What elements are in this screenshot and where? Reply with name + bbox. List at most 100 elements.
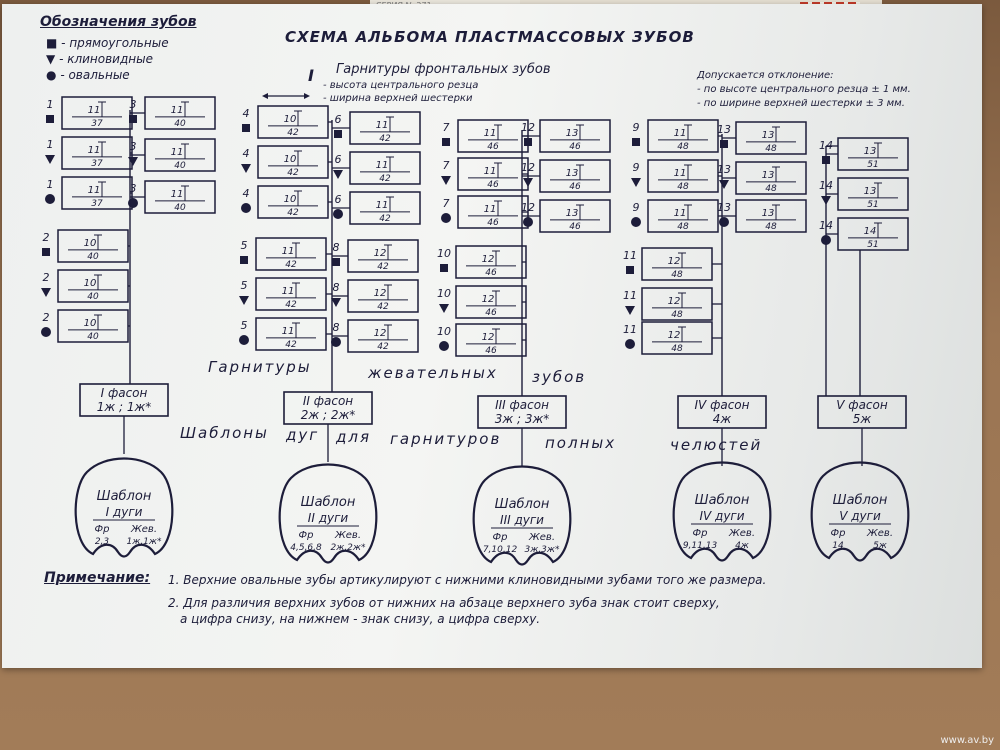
arch-template-4 [672,461,772,562]
tooth-width-value: 48 [765,184,777,194]
arch-zhev-label-3: Жев. [528,532,555,543]
tooth-height-value: 11 [282,326,295,337]
circle-marker-icon [631,217,641,227]
templates-label-word5: полных [545,434,617,452]
arch-title-2: Шаблон [301,495,356,510]
arch-zhev-label-4: Жев. [728,528,755,539]
arch-zhev-value-3: 3ж,3ж* [524,545,560,555]
tooth-number: 7 [443,197,450,210]
arch-fr-label-4: Фр [693,528,708,539]
scheme-title: СХЕМА АЛЬБОМА ПЛАСТМАССОВЫХ ЗУБОВ [285,28,695,46]
dimension-arrow-head [262,93,268,99]
tooth-number: 12 [521,121,535,134]
tooth-number: 5 [241,239,248,252]
tooth-width-value: 42 [285,300,297,310]
tooth-width-value: 48 [671,344,683,354]
circle-marker-icon [41,327,51,337]
chewing-label-word3: зубов [532,368,587,386]
tooth-number: 8 [333,241,340,254]
arch-fr-value-3: 7,10,12 [483,545,518,555]
triangle-marker-icon [241,164,251,173]
tooth-height-value: 12 [668,296,681,307]
tooth-height-value: 10 [284,194,297,205]
triangle-marker-icon [439,304,449,313]
circle-marker-icon [441,213,451,223]
arch-fr-label-3: Фр [493,532,508,543]
triangle-marker-icon [333,170,343,179]
arch-title-4: Шаблон [695,493,750,508]
tooth-number: 9 [633,201,640,214]
tooth-height-value: 12 [482,254,495,265]
circle-marker-icon [239,335,249,345]
arch-fr-value-2: 4,5,6,8 [290,543,322,553]
chewing-label-word1: Гарнитуры [208,358,312,376]
circle-marker-icon [719,217,729,227]
front-sets-line1: - высота центрального резца [323,80,479,91]
square-marker-icon [440,264,448,272]
fason-title-2: II фасон [303,394,353,408]
tooth-number: 4 [243,107,250,120]
legend-square-label: - прямоугольные [61,36,169,50]
square-marker-icon [632,138,640,146]
tooth-height-value: 13 [864,146,877,157]
scheme-sheet [2,4,982,668]
tooth-width-value: 46 [487,142,499,152]
templates-label-word3: для [336,428,371,446]
tooth-height-value: 13 [566,168,579,179]
legend-circle-symbol: ● [46,68,57,82]
arch-title-1: Шаблон [97,489,152,504]
tooth-number: 4 [243,187,250,200]
square-marker-icon [129,115,137,123]
tooth-width-value: 40 [87,252,99,262]
arch-zhev-value-5: 5ж [873,541,888,551]
tooth-width-value: 46 [569,182,581,192]
arch-zhev-label-2: Жев. [334,530,361,541]
arch-sub-5: V дуги [839,509,881,523]
triangle-marker-icon [625,306,635,315]
circle-marker-icon [625,339,635,349]
tooth-height-value: 10 [284,114,297,125]
tooth-height-value: 11 [88,145,101,156]
tooth-height-value: 12 [482,294,495,305]
tooth-number: 5 [241,279,248,292]
circle-marker-icon [523,217,533,227]
tooth-height-value: 14 [864,226,877,237]
tolerance-title: Допускается отклонение: [697,70,834,81]
square-marker-icon [242,124,250,132]
arch-template-1 [74,457,174,558]
arch-fr-label-1: Фр [95,524,110,535]
triangle-marker-icon [441,176,451,185]
square-marker-icon [240,256,248,264]
dimension-arrow-head [304,93,310,99]
tooth-number: 3 [130,140,137,153]
tolerance-line2: - по ширине верхней шестерки ± 3 мм. [697,98,905,109]
tooth-number: 13 [717,201,731,214]
note-2: 2. Для различия верхних зубов от нижних … [168,596,720,610]
arch-fr-value-1: 2,3 [95,537,110,547]
tooth-width-value: 37 [91,199,103,209]
tooth-number: 4 [243,147,250,160]
square-marker-icon [442,138,450,146]
tooth-width-value: 40 [87,292,99,302]
tooth-height-value: 11 [674,168,687,179]
legend-square-symbol: ■ [46,36,58,50]
note-1: 1. Верхние овальные зубы артикулируют с … [168,573,767,587]
templates-label-word2: дуг [286,426,320,444]
tooth-width-value: 40 [174,119,186,129]
arch-sub-3: III дуги [500,513,544,527]
triangle-marker-icon [523,178,533,187]
circle-marker-icon [439,341,449,351]
